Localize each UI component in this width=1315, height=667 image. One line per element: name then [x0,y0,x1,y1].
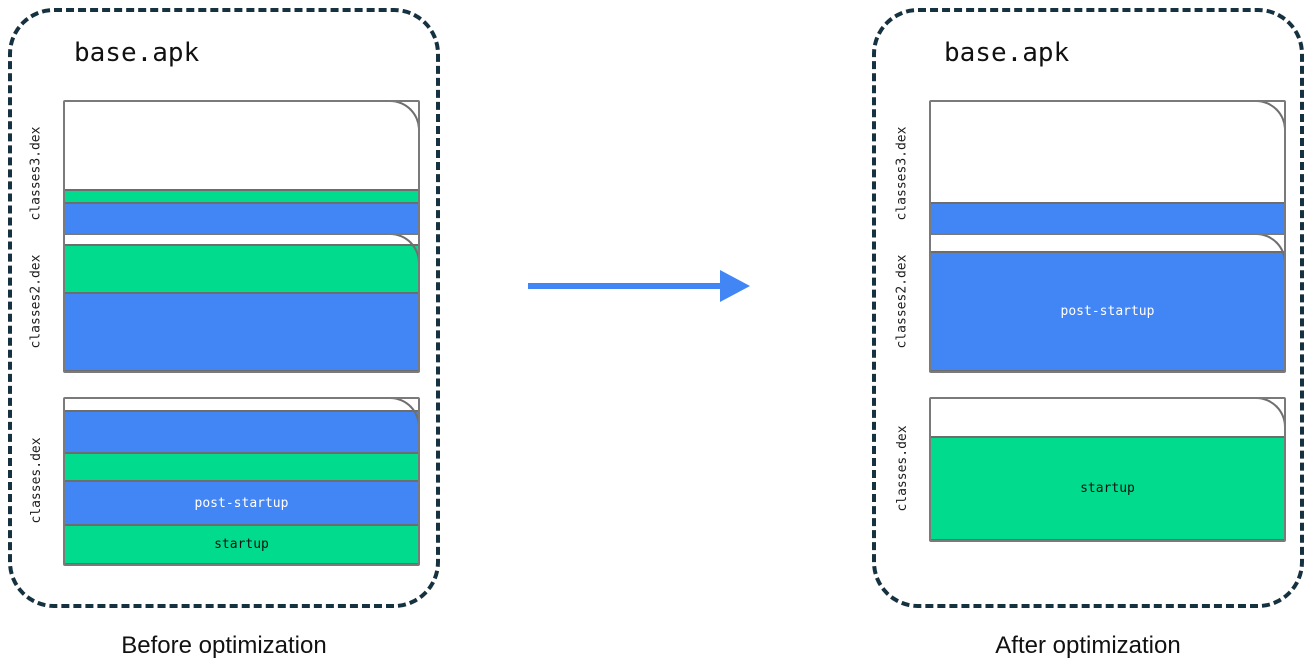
dex-segment-post-startup: post-startup [65,481,418,525]
apk-title-before: base.apk [74,38,200,68]
dex-name-label: classes2.dex [28,254,44,349]
dex-segment-unused [931,102,1284,203]
dex-card-classes-dex: startup [929,397,1286,542]
dex-segment-unused [65,235,418,245]
caption-after: After optimization [995,632,1181,659]
dex-segment-unused [65,102,418,190]
dex-segment-unused [931,235,1284,252]
dex-segment-startup: startup [65,525,418,564]
dex-segment-startup [65,453,418,481]
dex-segment-label: post-startup [1060,304,1155,319]
dex-name-label: classes3.dex [894,126,910,221]
dex-card-classes2-dex: post-startup [929,233,1286,373]
dex-card-classes2-dex [63,233,420,373]
transform-arrow [528,266,750,306]
dex-segment-startup [65,245,418,293]
dex-segment-label: post-startup [194,495,289,511]
arrow-shaft-icon [528,283,722,289]
dex-card-classes-dex: post-startup startup [63,397,420,566]
dex-name-label: classes.dex [894,424,910,512]
dex-name-label: classes3.dex [28,126,44,221]
dex-segment-unused [65,399,418,411]
dex-segment-label: startup [1080,481,1135,496]
dex-segment-label: startup [214,537,269,552]
dex-name-label: classes.dex [28,436,44,524]
dex-segment-unused [931,399,1284,437]
caption-before: Before optimization [121,632,327,659]
dex-name-label: classes2.dex [894,254,910,349]
dex-card-classes3-dex [929,100,1286,250]
dex-segment-post-startup [65,293,418,371]
dex-segment-post-startup [65,411,418,453]
right-arrow-icon [720,270,750,302]
apk-title-after: base.apk [944,38,1070,68]
dex-segment-startup: startup [931,437,1284,540]
dex-segment-post-startup: post-startup [931,252,1284,371]
dex-segment-startup [65,190,418,203]
dex-card-classes3-dex [63,100,420,250]
